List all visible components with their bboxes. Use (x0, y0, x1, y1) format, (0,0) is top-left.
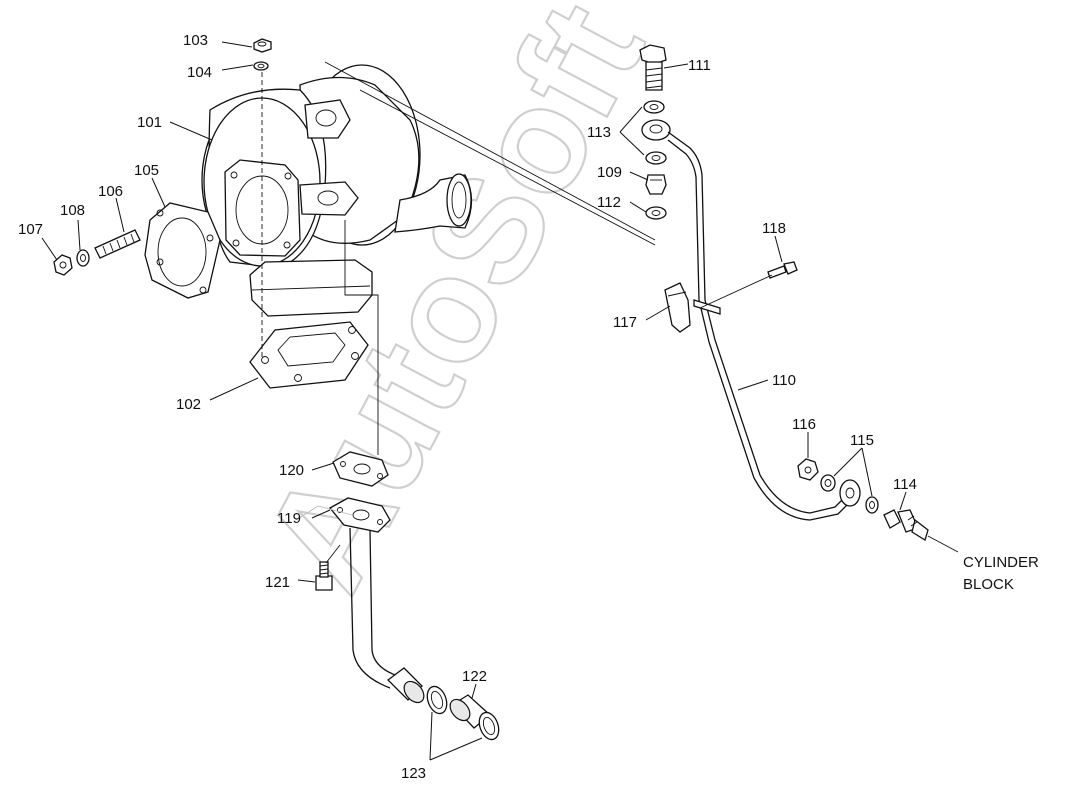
gasket-102 (249, 321, 369, 389)
label-109: 109 (597, 164, 622, 181)
washer-115-right (865, 496, 879, 514)
clamp-117 (664, 282, 721, 333)
bolt-121 (315, 561, 333, 591)
turbocharger-101 (201, 64, 473, 317)
leader-lines (41, 41, 907, 761)
banjo-fitting-110-top (641, 119, 671, 141)
label-119: 119 (277, 510, 301, 527)
oil-feed-pipe-110 (667, 131, 861, 521)
label-118: 118 (762, 220, 786, 237)
label-101: 101 (137, 114, 162, 131)
washer-104 (253, 61, 269, 71)
label-121: 121 (265, 574, 290, 591)
label-108: 108 (60, 202, 85, 219)
clamp-123-left (426, 685, 448, 715)
label-114: 114 (893, 476, 917, 493)
label-106: 106 (98, 183, 123, 200)
label-107: 107 (18, 221, 43, 238)
union-109 (645, 174, 667, 195)
label-117: 117 (613, 314, 637, 331)
label-102: 102 (176, 396, 201, 413)
bolt-111 (639, 44, 667, 91)
label-111: 111 (688, 57, 711, 74)
washer-108 (76, 249, 90, 267)
nut-116 (797, 458, 819, 481)
stud-106 (94, 229, 141, 259)
label-104: 104 (187, 64, 212, 81)
gasket-105 (144, 202, 221, 299)
label-122: 122 (462, 668, 487, 685)
oil-return-pipe-119 (329, 497, 425, 704)
label-120: 120 (279, 462, 304, 479)
label-110: 110 (772, 372, 796, 389)
washer-115-left (820, 474, 836, 492)
label-112: 112 (597, 194, 621, 211)
cylinder-block-note-line1: CYLINDER (963, 554, 1039, 571)
bolt-118 (767, 261, 798, 279)
cylinder-block-note-line2: BLOCK (963, 576, 1014, 593)
washer-113-upper (643, 100, 665, 114)
label-113: 113 (587, 124, 611, 141)
label-103: 103 (183, 32, 208, 49)
label-123: 123 (401, 765, 426, 782)
connector-114 (883, 509, 929, 541)
clamp-123-right (478, 711, 500, 741)
washer-112 (645, 206, 667, 220)
nut-103 (253, 38, 272, 53)
label-116: 116 (792, 416, 816, 433)
gasket-120 (332, 451, 389, 487)
nut-107 (53, 254, 73, 276)
label-105: 105 (134, 162, 159, 179)
label-115: 115 (850, 432, 874, 449)
washer-113-lower (645, 151, 667, 165)
